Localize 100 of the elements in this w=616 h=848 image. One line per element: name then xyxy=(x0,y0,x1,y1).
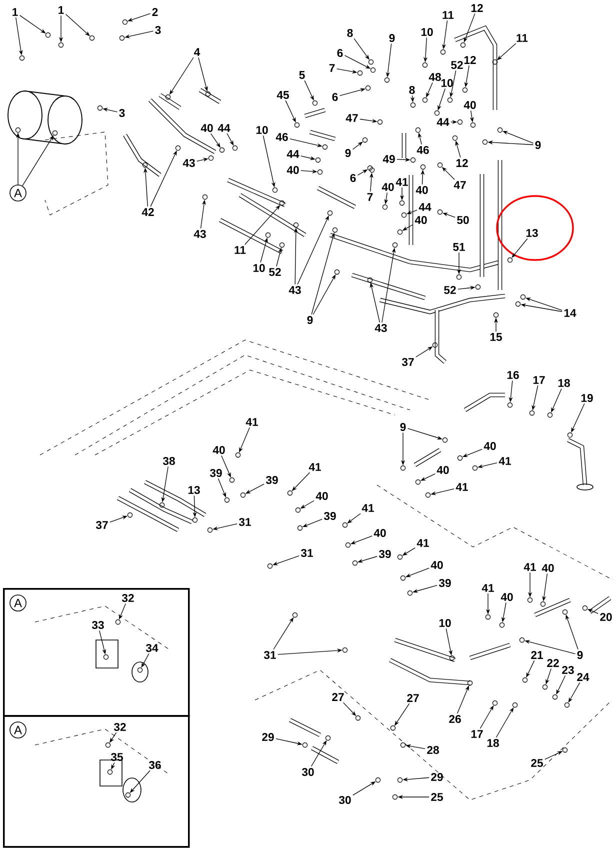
part-marker xyxy=(224,497,230,503)
callout-number: 41 xyxy=(416,539,429,547)
part-marker xyxy=(105,742,111,748)
part-marker xyxy=(375,777,381,783)
callout-number: 12 xyxy=(456,159,468,167)
part-marker xyxy=(45,32,51,38)
part-marker xyxy=(122,19,128,25)
part-marker xyxy=(342,647,348,653)
part-marker xyxy=(107,769,113,775)
callout-number: 43 xyxy=(182,159,195,168)
part-marker xyxy=(58,42,64,48)
part-marker xyxy=(15,127,21,133)
part-marker xyxy=(302,742,308,748)
part-marker xyxy=(482,139,488,145)
part-marker xyxy=(334,269,340,275)
callout-number: 40 xyxy=(436,466,449,474)
part-marker xyxy=(442,437,448,443)
callout-number: 11 xyxy=(234,246,246,254)
callout-number: 13 xyxy=(188,486,200,494)
part-marker xyxy=(207,527,213,533)
part-marker xyxy=(205,91,211,97)
part-marker xyxy=(410,157,416,163)
callout-number: 44 xyxy=(286,150,300,158)
part-marker xyxy=(420,164,426,170)
callout-number: 40 xyxy=(316,492,328,500)
part-marker xyxy=(507,402,513,408)
callout-number: 1 xyxy=(58,6,64,14)
part-marker xyxy=(422,62,428,68)
callout-number: 50 xyxy=(457,216,469,224)
part-marker xyxy=(297,525,303,531)
callout-number: 25 xyxy=(531,759,543,767)
part-marker xyxy=(475,284,481,290)
part-marker xyxy=(325,735,331,741)
callout-number: 24 xyxy=(577,673,590,681)
callout-number: 26 xyxy=(449,715,461,723)
callout-number: 13 xyxy=(526,229,538,238)
callout-number: 17 xyxy=(533,376,545,384)
callout-letter: A xyxy=(10,594,26,612)
callout-number: 44 xyxy=(436,118,450,126)
part-marker xyxy=(293,222,299,228)
callout-number: 39 xyxy=(378,550,391,558)
part-marker xyxy=(342,522,348,528)
callout-number: 1 xyxy=(12,8,18,16)
part-marker xyxy=(515,301,521,307)
callout-number: 18 xyxy=(558,379,570,387)
callout-number: 41 xyxy=(308,463,321,471)
part-marker xyxy=(562,609,568,615)
callout-number: 44 xyxy=(418,203,432,211)
callout-number: 9 xyxy=(535,141,541,149)
callout-number: 41 xyxy=(396,178,408,186)
part-marker xyxy=(327,210,333,216)
part-marker xyxy=(312,100,318,106)
callout-number: 10 xyxy=(256,126,268,134)
callout-number: 2 xyxy=(152,8,158,16)
leader-line xyxy=(352,142,363,150)
part-marker xyxy=(368,59,374,65)
callout-number: 40 xyxy=(212,446,225,454)
part-marker xyxy=(564,702,570,708)
callout-number: 39 xyxy=(266,476,278,484)
callout-number: 31 xyxy=(238,518,251,526)
part-marker xyxy=(410,102,416,108)
part-marker xyxy=(512,702,518,708)
callout-number: 52 xyxy=(451,61,463,69)
callout-number: 25 xyxy=(431,793,443,801)
callout-number: 40 xyxy=(416,186,428,194)
part-marker xyxy=(317,169,323,175)
part-marker xyxy=(369,167,375,173)
part-marker xyxy=(219,147,225,153)
part-marker xyxy=(267,563,273,569)
callout-number: 37 xyxy=(402,358,414,366)
callout-number: 5 xyxy=(299,71,305,79)
part-marker xyxy=(279,200,285,206)
callout-number: 10 xyxy=(421,28,433,36)
callout-number: 41 xyxy=(482,584,494,592)
leader-line xyxy=(512,238,528,258)
part-marker xyxy=(415,127,421,133)
callout-number: 9 xyxy=(400,423,406,431)
callout-number: 34 xyxy=(146,644,158,652)
part-marker xyxy=(229,477,235,483)
callout-number: 14 xyxy=(564,309,576,317)
part-marker xyxy=(240,492,246,498)
callout-number: 16 xyxy=(507,371,519,379)
inset-panel xyxy=(3,715,190,848)
callout-number: 41 xyxy=(524,563,536,571)
callout-number: 10 xyxy=(253,264,265,272)
part-marker xyxy=(192,517,198,523)
part-marker xyxy=(493,312,499,318)
callout-number: 40 xyxy=(374,529,386,537)
callout-number: 49 xyxy=(382,155,395,163)
callout-number: 12 xyxy=(471,4,483,12)
part-marker xyxy=(422,97,428,103)
callout-number: 27 xyxy=(407,694,419,702)
callout-number: 6 xyxy=(350,174,356,182)
callout-number: 11 xyxy=(516,34,528,42)
callout-number: 33 xyxy=(92,621,104,630)
part-marker xyxy=(399,200,405,206)
part-marker xyxy=(519,637,525,643)
callout-number: 39 xyxy=(438,579,451,588)
callout-number: 40 xyxy=(200,124,213,132)
part-marker xyxy=(52,130,58,136)
